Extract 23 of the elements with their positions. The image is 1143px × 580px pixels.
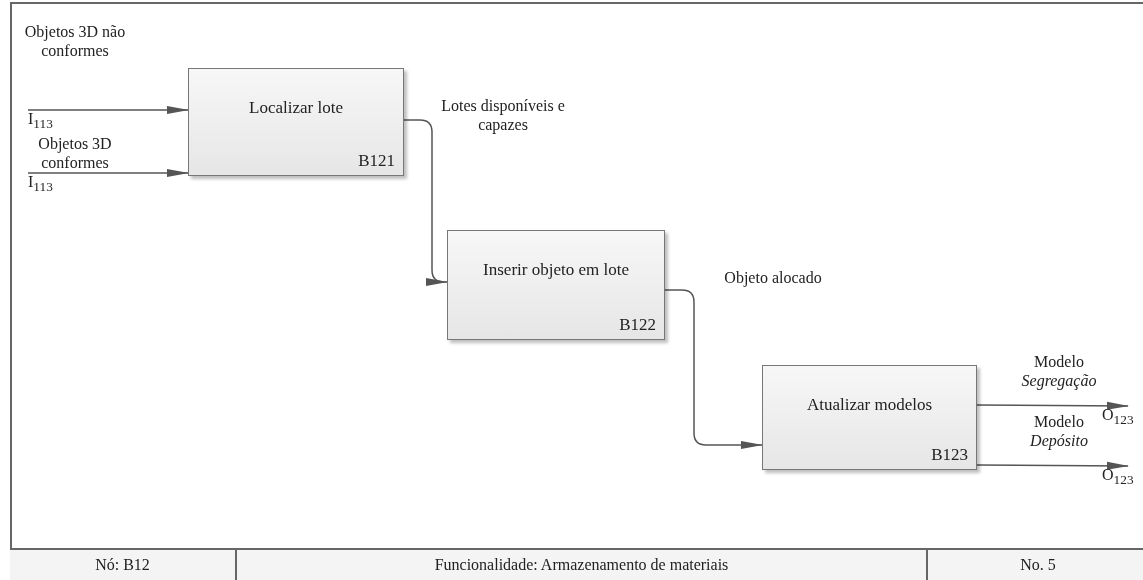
icom-code: O$_{123}$ xyxy=(1102,466,1142,486)
activity-box xyxy=(762,365,977,470)
activity-code: B121 xyxy=(358,151,395,171)
activity-name: Inserir objeto em lote xyxy=(482,259,630,281)
arrow xyxy=(976,461,1129,470)
activity-box xyxy=(188,68,404,176)
icom-code: I$_{113}$ xyxy=(28,173,68,193)
footer-cell: Funcionalidade: Armazenamento de materiais xyxy=(237,550,928,580)
icom-code: O$_{123}$ xyxy=(1102,406,1142,426)
activity-name: Atualizar modelos xyxy=(805,394,934,416)
edge-label: Lotes disponíveis e capazes xyxy=(438,96,568,134)
activity-code: B122 xyxy=(619,315,656,335)
arrow xyxy=(976,401,1129,410)
footer-cell: Nó: B12 xyxy=(10,550,237,580)
arrow xyxy=(27,106,189,114)
activity-box xyxy=(447,230,665,340)
activity-code: B123 xyxy=(931,445,968,465)
arrow xyxy=(27,169,189,177)
arrow xyxy=(664,289,763,449)
arrow xyxy=(403,119,448,286)
icom-code: I$_{113}$ xyxy=(28,110,68,130)
footer-cell: No. 5 xyxy=(928,550,1143,580)
activity-name: Localizar lote xyxy=(248,97,344,119)
